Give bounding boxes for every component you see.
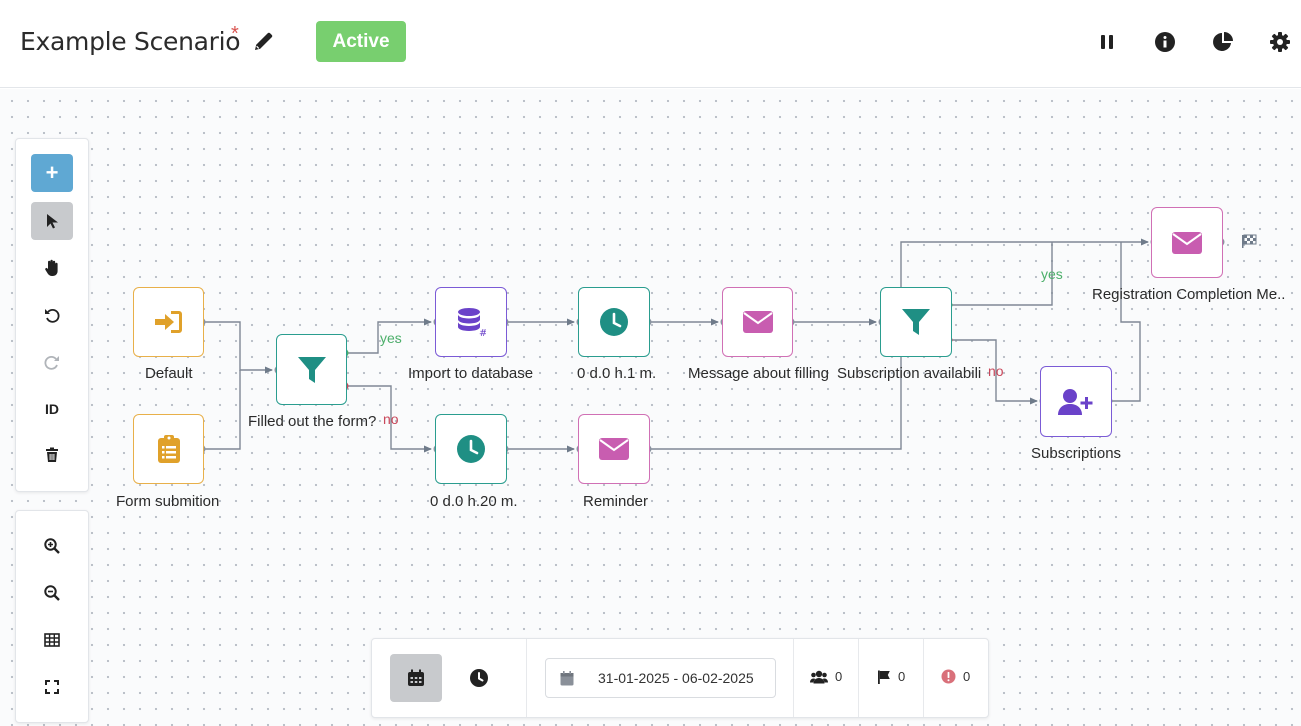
finish-flag-icon <box>1241 234 1257 248</box>
redo-button[interactable] <box>31 343 73 381</box>
node-label: 0 d.0 h.20 m. <box>430 493 518 510</box>
show-ids-button[interactable]: ID <box>31 390 73 428</box>
calendar-icon <box>408 669 424 686</box>
divider <box>858 639 859 717</box>
node-form-submition[interactable] <box>133 414 204 484</box>
unsaved-marker: * <box>231 23 239 45</box>
add-node-button[interactable]: + <box>31 154 73 192</box>
users-stat[interactable]: 0 <box>810 669 842 684</box>
node-label: Form submition <box>116 493 220 510</box>
node-label: Subscriptions <box>1031 445 1122 462</box>
divider <box>793 639 794 717</box>
users-icon <box>810 670 828 683</box>
node-label: Message about filling <box>688 365 829 382</box>
clock-icon <box>600 308 628 336</box>
envelope-icon <box>599 438 629 460</box>
node-label: Reminder <box>583 493 649 510</box>
redo-icon <box>44 355 59 370</box>
zoom-out-icon <box>44 585 60 601</box>
node-label: Registration Completion Me.. <box>1092 286 1286 303</box>
clock-icon <box>457 435 485 463</box>
filter-icon <box>297 356 326 383</box>
pause-icon <box>1101 35 1113 49</box>
edge-label-no: no <box>383 411 399 427</box>
divider <box>923 639 924 717</box>
error-icon <box>941 669 956 684</box>
node-subscription-availability-condition[interactable] <box>880 287 952 357</box>
info-button[interactable] <box>1154 31 1176 53</box>
node-wait-20-minutes[interactable] <box>435 414 507 484</box>
fullscreen-icon <box>45 680 59 694</box>
node-label: Filled out the form? <box>248 413 377 430</box>
edge-label-yes: yes <box>1041 266 1063 282</box>
zoom-out-button[interactable] <box>31 574 73 612</box>
settings-button[interactable] <box>1269 31 1291 53</box>
edit-title-button[interactable] <box>252 29 276 53</box>
scenario-title: Example Scenario <box>20 27 241 56</box>
user-plus-icon <box>1058 388 1093 415</box>
grid-icon <box>44 633 60 647</box>
undo-icon <box>45 308 60 323</box>
calendar-icon <box>560 671 574 686</box>
date-range-value: 31-01-2025 - 06-02-2025 <box>598 670 754 686</box>
envelope-icon <box>742 311 773 333</box>
node-default[interactable] <box>133 287 204 357</box>
node-label: Subscription availabili <box>837 365 982 382</box>
trash-icon <box>46 447 58 462</box>
edge-label-no: no <box>988 363 1004 379</box>
statistics-bar: 31-01-2025 - 06-02-2025 0 0 0 <box>371 638 989 718</box>
filter-icon <box>902 309 930 335</box>
flag-icon <box>878 670 890 684</box>
delete-button[interactable] <box>31 436 73 474</box>
node-label: Default <box>145 365 193 382</box>
pointer-icon <box>47 214 58 229</box>
zoom-in-button[interactable] <box>31 527 73 565</box>
calendar-mode-button[interactable] <box>390 654 442 702</box>
pan-tool-button[interactable] <box>31 249 73 287</box>
node-import-to-database[interactable]: # <box>435 287 507 357</box>
hand-icon <box>45 259 58 276</box>
fullscreen-button[interactable] <box>31 668 73 706</box>
node-subscriptions[interactable] <box>1040 366 1112 437</box>
date-range-input[interactable]: 31-01-2025 - 06-02-2025 <box>545 658 776 698</box>
node-message-about-filling[interactable] <box>722 287 793 357</box>
goals-stat[interactable]: 0 <box>877 669 905 684</box>
pause-button[interactable] <box>1096 31 1118 53</box>
node-label: 0 d.0 h.1 m. <box>577 365 657 382</box>
node-wait-1-minute[interactable] <box>578 287 650 357</box>
select-tool-button[interactable] <box>31 202 73 240</box>
pie-chart-icon <box>1213 32 1233 51</box>
id-label: ID <box>45 401 59 417</box>
status-badge: Active <box>316 21 406 62</box>
errors-stat[interactable]: 0 <box>941 669 970 684</box>
node-label: Import to database <box>408 365 534 382</box>
pencil-icon <box>255 32 273 50</box>
view-panel <box>15 510 89 723</box>
grid-toggle-button[interactable] <box>31 621 73 659</box>
users-count: 0 <box>835 669 843 684</box>
sign-in-icon <box>154 311 182 333</box>
realtime-mode-button[interactable] <box>453 654 505 702</box>
errors-count: 0 <box>963 669 971 684</box>
database-icon: # <box>458 308 486 337</box>
undo-button[interactable] <box>31 296 73 334</box>
envelope-icon <box>1172 231 1202 254</box>
edge-label-yes: yes <box>380 330 402 346</box>
svg-text:#: # <box>479 328 486 337</box>
statistics-button[interactable] <box>1212 31 1234 53</box>
tools-panel: + ID <box>15 138 89 492</box>
header-bar: Example Scenario * Active <box>0 0 1301 88</box>
clock-icon <box>470 669 488 687</box>
info-icon <box>1155 32 1175 52</box>
divider <box>526 639 527 717</box>
gear-icon <box>1270 32 1290 52</box>
clipboard-list-icon <box>157 435 180 463</box>
zoom-in-icon <box>44 538 60 554</box>
node-registration-completion-message[interactable] <box>1151 207 1223 278</box>
node-filled-out-condition[interactable] <box>276 334 347 405</box>
flags-count: 0 <box>898 669 906 684</box>
node-reminder[interactable] <box>578 414 650 484</box>
